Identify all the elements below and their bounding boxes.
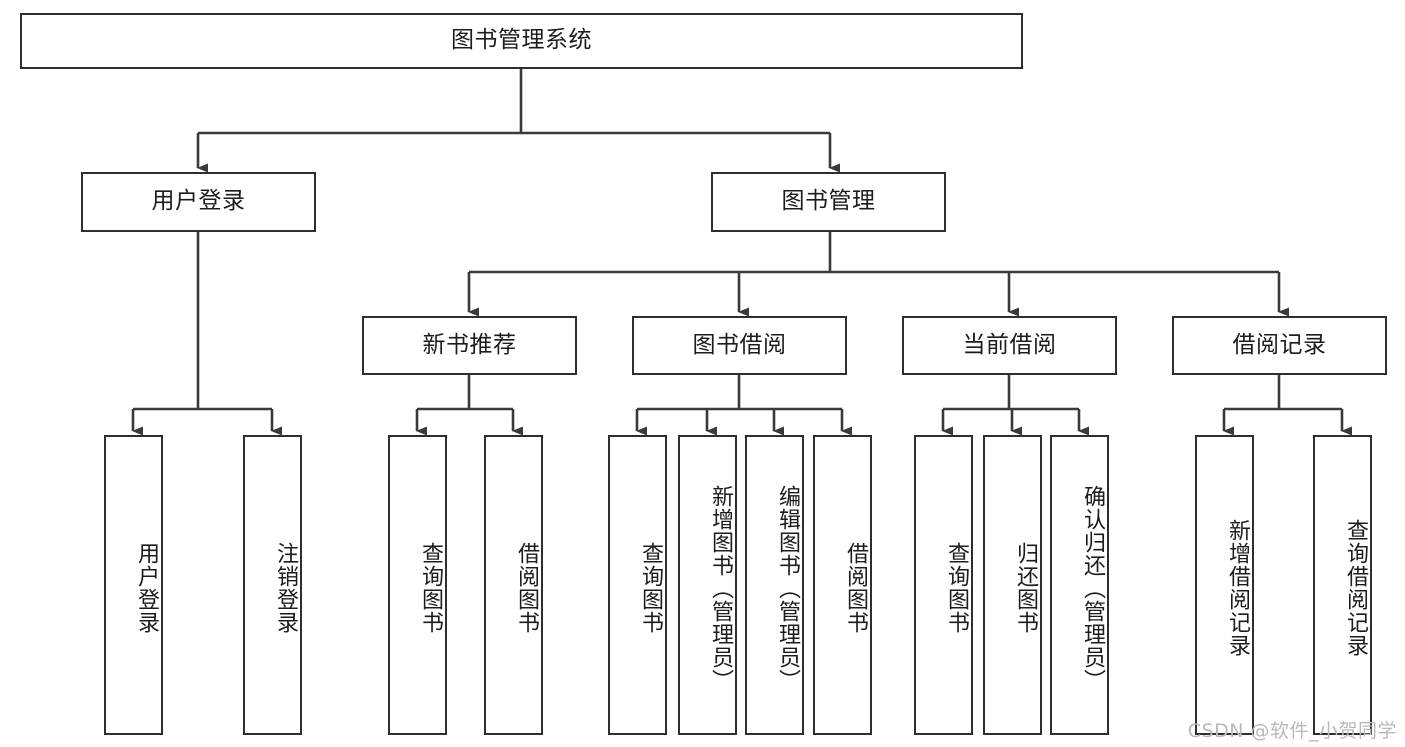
node-user-login[interactable]: 用户登录 bbox=[81, 172, 316, 232]
node-leaf-query-record[interactable]: 查询借阅记录 bbox=[1313, 435, 1372, 735]
node-leaf-add-book-label: 新增图书（管理员） bbox=[708, 484, 733, 692]
node-book-management[interactable]: 图书管理 bbox=[711, 172, 946, 232]
node-leaf-confirm-return[interactable]: 确认归还（管理员） bbox=[1050, 435, 1109, 735]
node-leaf-edit-book-label: 编辑图书（管理员） bbox=[775, 484, 800, 692]
node-leaf-borrow-book-2[interactable]: 借阅图书 bbox=[813, 435, 872, 735]
node-leaf-query-book-3[interactable]: 查询图书 bbox=[914, 435, 973, 735]
node-leaf-edit-book[interactable]: 编辑图书（管理员） bbox=[745, 435, 804, 735]
node-leaf-logout-login[interactable]: 注销登录 bbox=[243, 435, 302, 735]
node-leaf-borrow-book-1[interactable]: 借阅图书 bbox=[484, 435, 543, 735]
node-leaf-query-book-1[interactable]: 查询图书 bbox=[388, 435, 447, 735]
watermark: CSDN @软件_小贺同学 bbox=[1187, 720, 1397, 742]
node-leaf-return-book[interactable]: 归还图书 bbox=[983, 435, 1042, 735]
node-new-book-recommend[interactable]: 新书推荐 bbox=[362, 316, 577, 375]
node-leaf-query-book-2-label: 查询图书 bbox=[638, 542, 663, 634]
node-leaf-add-record-label: 新增借阅记录 bbox=[1225, 519, 1250, 657]
node-leaf-logout-login-label: 注销登录 bbox=[273, 542, 298, 634]
node-leaf-user-login-label: 用户登录 bbox=[134, 542, 159, 634]
node-leaf-confirm-return-label: 确认归还（管理员） bbox=[1080, 484, 1105, 692]
node-leaf-borrow-book-2-label: 借阅图书 bbox=[843, 542, 868, 634]
node-leaf-user-login[interactable]: 用户登录 bbox=[104, 435, 163, 735]
node-leaf-borrow-book-1-label: 借阅图书 bbox=[514, 542, 539, 634]
node-leaf-query-record-label: 查询借阅记录 bbox=[1343, 519, 1368, 657]
node-book-borrow[interactable]: 图书借阅 bbox=[632, 316, 847, 375]
node-borrow-record[interactable]: 借阅记录 bbox=[1172, 316, 1387, 375]
node-root[interactable]: 图书管理系统 bbox=[20, 13, 1023, 69]
node-leaf-query-book-2[interactable]: 查询图书 bbox=[608, 435, 667, 735]
node-leaf-return-book-label: 归还图书 bbox=[1013, 542, 1038, 634]
node-current-borrow[interactable]: 当前借阅 bbox=[902, 316, 1117, 375]
node-leaf-add-book[interactable]: 新增图书（管理员） bbox=[678, 435, 737, 735]
node-leaf-add-record[interactable]: 新增借阅记录 bbox=[1195, 435, 1254, 735]
node-leaf-query-book-1-label: 查询图书 bbox=[418, 542, 443, 634]
node-leaf-query-book-3-label: 查询图书 bbox=[944, 542, 969, 634]
